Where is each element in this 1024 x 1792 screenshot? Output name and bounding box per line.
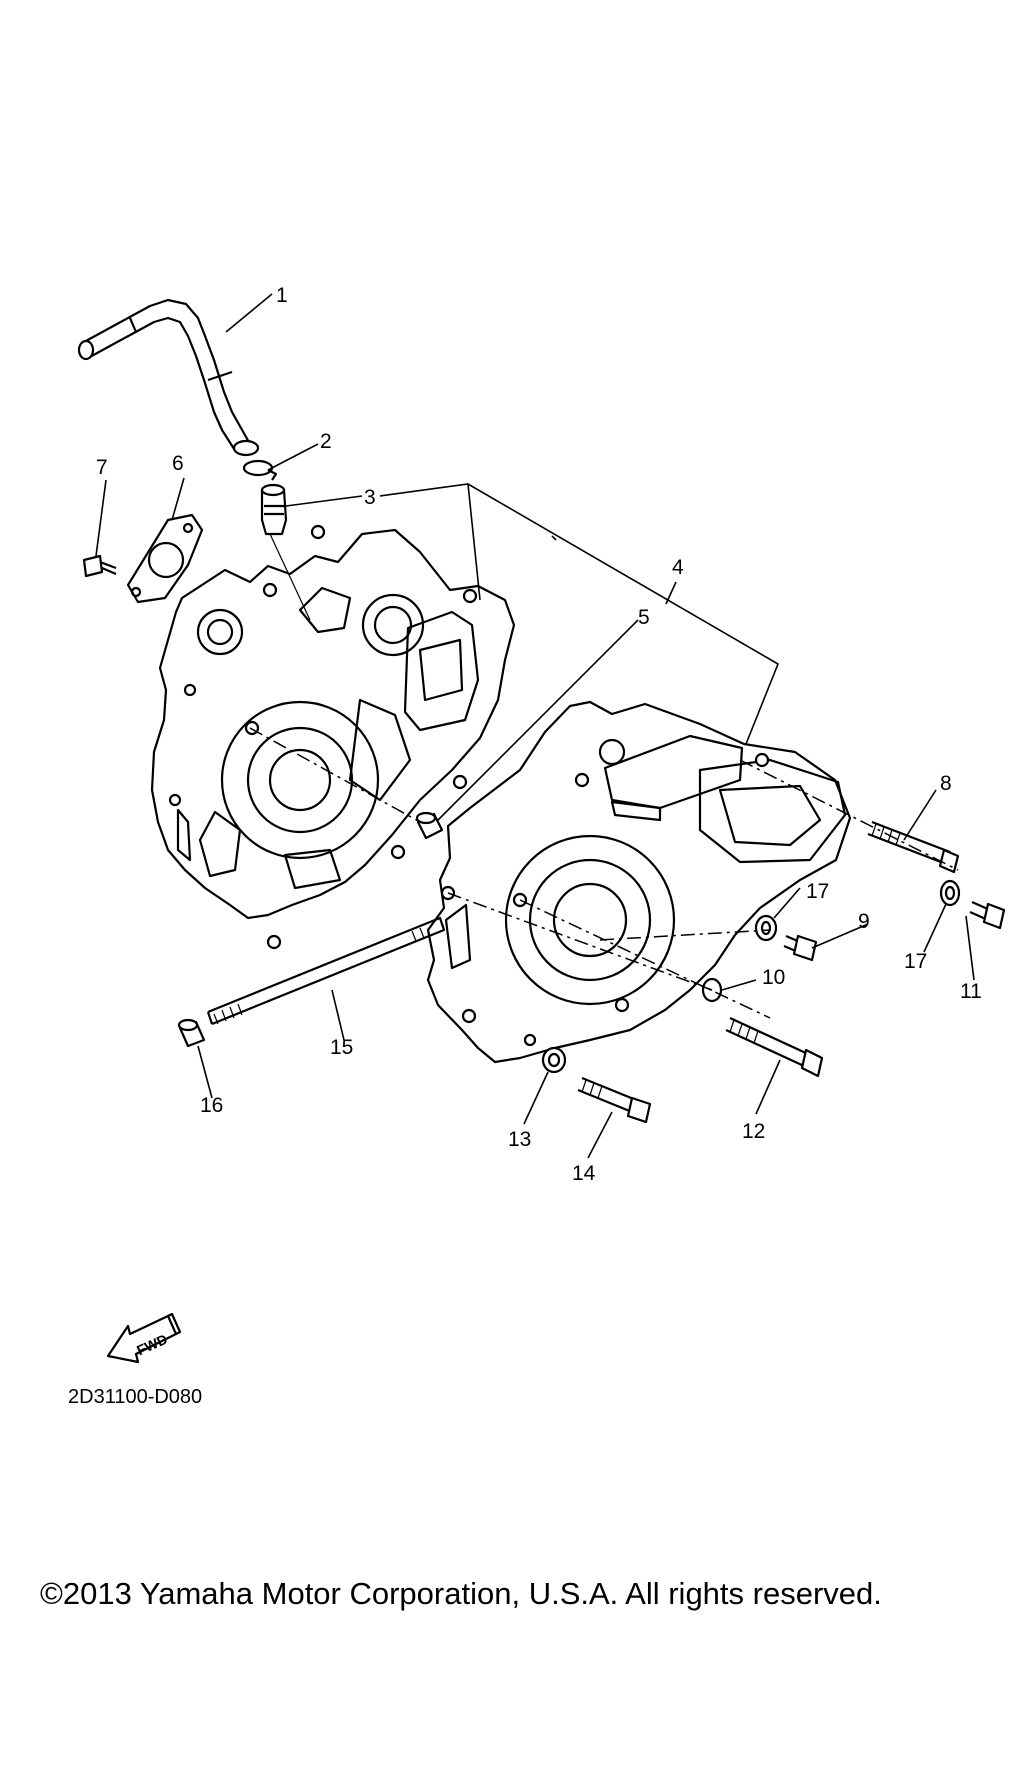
diagram-code: 2D31100-D080 xyxy=(68,1386,203,1408)
bolt-7 xyxy=(867,820,960,874)
bolt-6 xyxy=(725,1017,824,1078)
callout-12: 10 xyxy=(762,966,785,989)
bolt-14 xyxy=(82,554,117,578)
breather-hose xyxy=(77,298,260,457)
dowel-pin-10 xyxy=(177,1018,206,1048)
callout-labels: 1 2 3 4 5 6 7 8 17 9 10 17 11 12 13 14 1… xyxy=(96,284,982,1185)
right-crankcase-half xyxy=(426,700,852,1064)
copyright-notice: ©2013 Yamaha Motor Corporation, U.S.A. A… xyxy=(40,1576,882,1611)
washer-9 xyxy=(541,1046,567,1074)
callout-15: 11 xyxy=(960,980,982,1003)
bolt-15 xyxy=(969,900,1006,930)
dowel-pin-3 xyxy=(415,811,444,840)
long-stud-bolt xyxy=(206,916,446,1026)
callout-17-right: 17 xyxy=(904,950,927,973)
callout-16: 9 xyxy=(858,910,870,933)
callout-8: 14 xyxy=(572,1162,596,1185)
callout-13: 6 xyxy=(172,452,184,475)
bolt-8 xyxy=(577,1076,652,1124)
breather-fitting xyxy=(260,483,311,621)
fwd-arrow-icon: FWD xyxy=(106,1312,182,1364)
callout-9: 13 xyxy=(508,1128,531,1151)
washer-17-center xyxy=(754,914,778,942)
callout-3: 5 xyxy=(638,606,650,629)
callout-14: 7 xyxy=(96,456,108,479)
callout-1: 4 xyxy=(672,556,684,579)
callout-6: 12 xyxy=(742,1120,765,1143)
washer-17-right xyxy=(939,879,961,907)
callout-2: 3 xyxy=(364,486,376,509)
bolt-16 xyxy=(783,934,818,962)
callout-7: 8 xyxy=(940,772,952,795)
alignment-lines xyxy=(249,727,959,1019)
callout-11: 15 xyxy=(330,1036,353,1059)
left-crankcase-half xyxy=(150,524,516,950)
callout-10: 16 xyxy=(200,1094,223,1117)
cover-plate-gasket xyxy=(126,513,204,604)
leader-lines xyxy=(95,293,975,1159)
callout-4: 1 xyxy=(276,284,288,307)
callout-5: 2 xyxy=(320,430,332,453)
hose-clip xyxy=(242,459,278,481)
callout-17-center: 17 xyxy=(806,880,829,903)
